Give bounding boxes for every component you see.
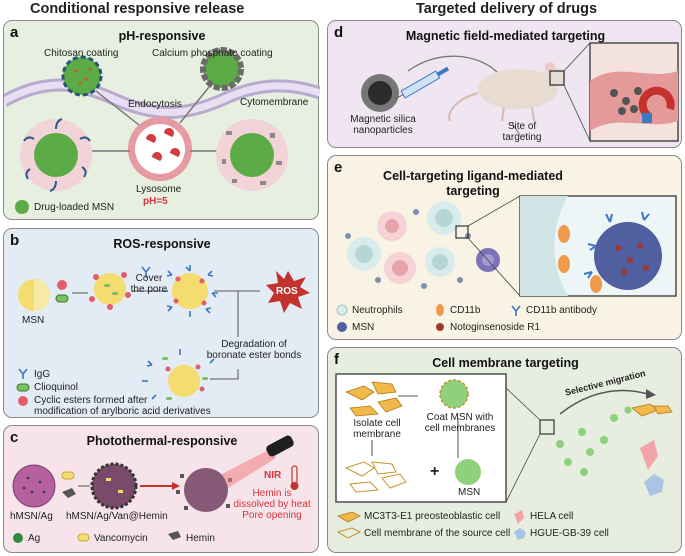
isolate-membrane-2: membrane [353,429,401,440]
igg-legend: IgG [34,369,51,380]
cytomembrane-label: Cytomembrane [240,97,309,108]
coat-msn-2: cell membranes [424,423,496,434]
degradation-label-2: boronate ester bonds [206,350,302,361]
msn-legend: MSN [352,322,375,333]
neutrophils-legend: Neutrophils [352,305,403,316]
panel-f-title: Cell membrane targeting [432,356,579,370]
hmsn-van-hemin-label: hMSN/Ag/Van@Hemin [66,511,168,522]
panel-f-label: f [334,351,339,368]
magnetic-silica-label-2: nanoparticles [353,125,413,136]
ph-value: pH=5 [143,196,168,207]
source-membrane-legend: Cell membrane of the source cell [364,528,511,539]
cover-label-2: the pore [130,284,168,295]
lysosome-label: Lysosome [136,184,182,195]
ros-label: ROS [276,286,298,297]
notoginsenoside-legend: Notoginsenoside R1 [450,322,541,333]
chitosan-label: Chitosan coating [44,48,119,59]
cell-membrane-illustration [335,373,673,540]
ros-responsive-illustration [16,265,310,406]
cover-label-1: Cover [135,273,163,284]
right-column-header: Targeted delivery of drugs [416,1,598,17]
left-column-header: Conditional responsive release [30,1,245,17]
isolate-membrane-1: Isolate cell [353,418,401,429]
panel-a: a pH-responsive Chitosan coating [3,20,320,220]
panel-a-label: a [10,24,19,41]
cyclic-esters-legend-1: Cyclic esters formed after [34,395,148,406]
degradation-label-1: Degradation of [221,339,287,350]
panel-e-label: e [334,159,343,176]
drug-loaded-msn-legend: Drug-loaded MSN [34,202,115,213]
cyclic-esters-legend-2: modification of arylboric acid derivativ… [34,406,211,417]
panel-c-label: c [10,429,19,446]
panel-d-label: d [334,24,344,41]
magnetic-silica-label-1: Magnetic silica [350,114,416,125]
site-of-targeting-2: targeting [502,132,542,143]
hemin-dissolved-1: Hemin is [252,488,292,499]
panel-c-title: Photothermal-responsive [86,434,238,448]
magnetic-targeting-illustration [361,42,679,142]
hemin-legend: Hemin [186,533,215,544]
panel-e-title-2: targeting [446,184,500,198]
panel-d: d Magnetic field-mediated targeting Magn… [327,20,682,148]
hgue-legend: HGUE-GB-39 cell [530,528,609,539]
photothermal-illustration [12,435,299,543]
nir-label: NIR [264,470,282,481]
panel-e-title-1: Cell-targeting ligand-mediated [383,169,563,183]
vancomycin-legend: Vancomycin [94,533,148,544]
panel-e: e Cell-targeting ligand-mediated targeti… [327,155,682,340]
mc3t3-legend: MC3T3-E1 preosteoblastic cell [364,511,501,522]
endocytosis-label: Endocytosis [128,99,182,110]
hela-legend: HELA cell [530,511,574,522]
ligand-targeting-illustration [336,195,677,332]
ag-legend: Ag [28,533,41,544]
panel-d-title: Magnetic field-mediated targeting [405,29,606,43]
panel-b-label: b [10,232,20,249]
msn-label: MSN [22,315,45,326]
clioquinol-legend: Clioquinol [34,382,78,393]
panel-b-title: ROS-responsive [113,237,211,251]
panel-f: f Cell membrane targeting Isola [327,347,682,553]
hemin-dissolved-2: dissolved by heat [233,499,311,510]
coat-msn-1: Coat MSN with [426,412,494,423]
panel-a-title: pH-responsive [118,29,206,43]
site-of-targeting-1: Site of [507,121,537,132]
panel-b: b ROS-responsive [3,228,319,418]
f-msn-label: MSN [458,487,481,498]
hmsn-ag-label: hMSN/Ag [10,511,53,522]
panel-c: c Photothermal-responsive NIR hMSN/Ag hM… [3,425,319,553]
cd11b-antibody-legend: CD11b antibody [526,305,597,316]
calcium-phosphate-label: Calcium phosphate coating [152,48,273,59]
ph-responsive-illustration [4,47,320,214]
pore-opening-label: Pore opening [242,510,302,521]
plus-sign: + [430,463,440,480]
cd11b-legend: CD11b [450,305,481,316]
